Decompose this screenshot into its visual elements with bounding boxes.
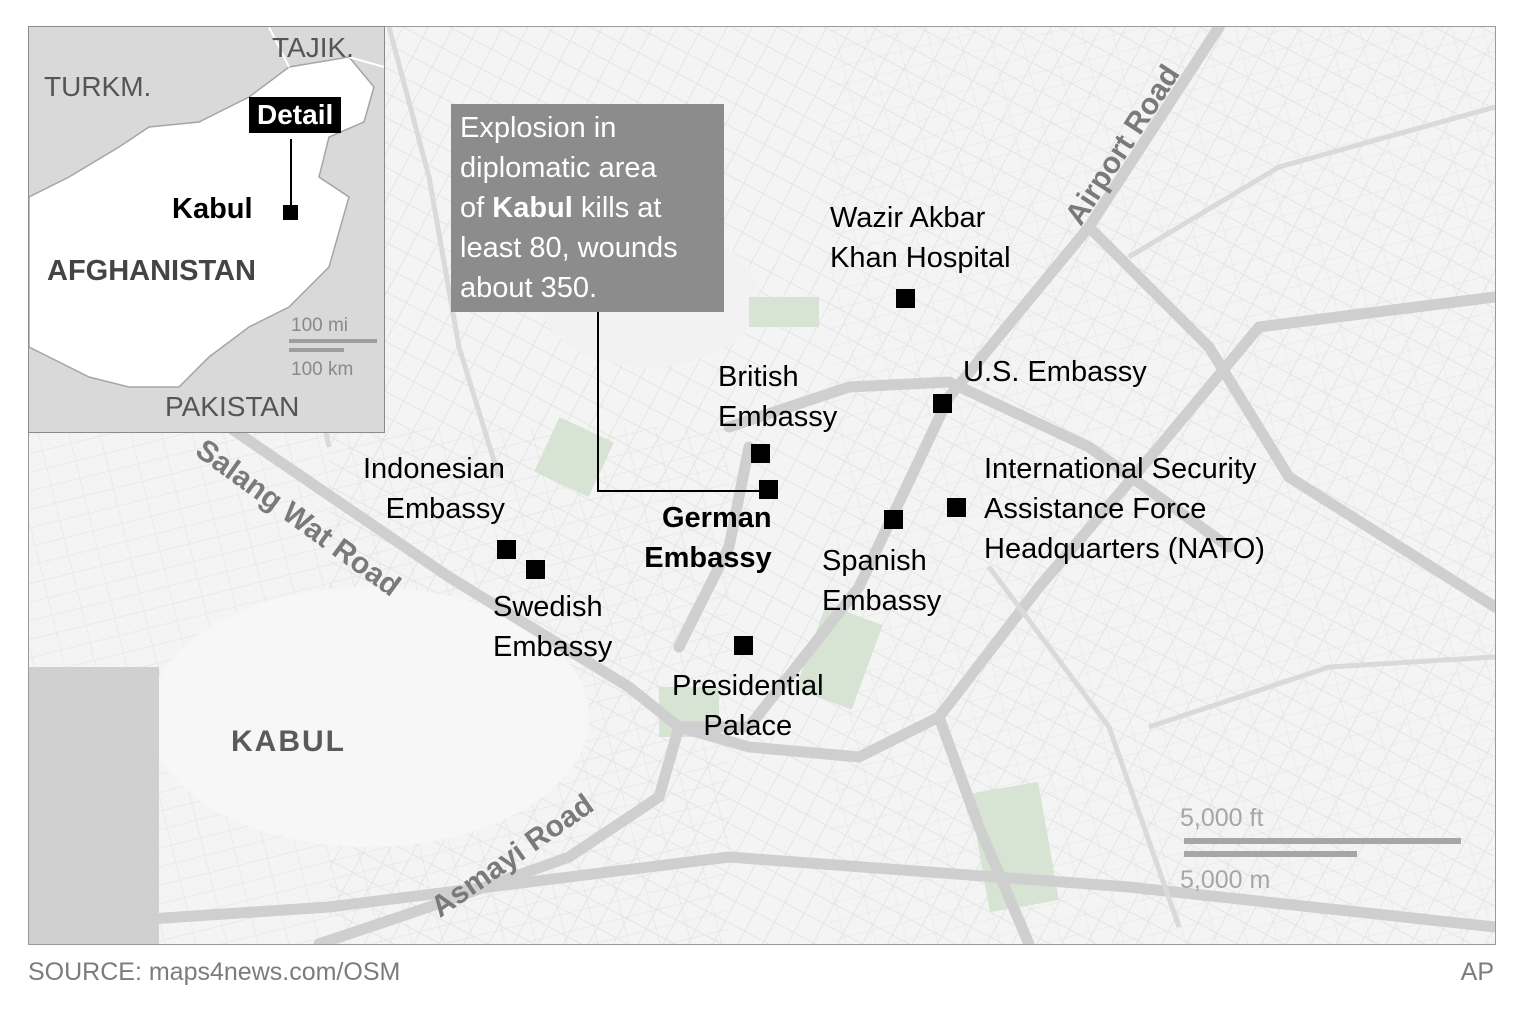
detail-label: Detail [249, 97, 342, 133]
kabul-locator-marker [283, 205, 298, 220]
german-embassy-marker [759, 480, 778, 499]
kabul-inset-label: Kabul [172, 193, 253, 225]
inset-scale-mi: 100 mi [291, 315, 349, 336]
park [534, 417, 614, 497]
scale-ft-bar [1184, 838, 1461, 844]
inset-scale-km-bar [289, 348, 344, 352]
presidential-palace-marker [734, 636, 753, 655]
callout-line-4: least 80, wounds [460, 232, 678, 264]
inset-scale-mi-bar [289, 339, 377, 343]
afghanistan-shape [29, 27, 384, 388]
callout-line-5: about 350. [460, 272, 598, 304]
us-embassy-marker [933, 394, 952, 413]
kabul-district-label: KABUL [231, 725, 346, 758]
major-roads [29, 27, 1495, 944]
inset-scale-km: 100 km [291, 359, 354, 380]
spanish-embassy-marker [884, 510, 903, 529]
callout-line-2: diplomatic area [460, 152, 657, 184]
scale-m-label: 5,000 m [1180, 866, 1271, 894]
park [795, 604, 883, 710]
scale-ft-label: 5,000 ft [1180, 804, 1264, 832]
source-credit: SOURCE: maps4news.com/OSM [28, 958, 401, 986]
us-embassy-label: U.S. Embassy [963, 356, 1147, 388]
locator-inset: TAJIK. TURKM. Detail Kabul AFGHANISTAN 1… [28, 26, 385, 433]
built-area [29, 667, 159, 944]
callout-leader-vertical [597, 312, 599, 492]
turkm-label: TURKM. [44, 71, 152, 102]
ap-credit: AP [1460, 958, 1494, 986]
british-embassy-marker [751, 444, 770, 463]
scale-m-bar [1184, 851, 1357, 857]
isaf-hq-marker [947, 498, 966, 517]
wazir-hospital-marker [896, 289, 915, 308]
detail-leader-line [290, 139, 292, 207]
tajik-label: TAJIK. [272, 32, 354, 63]
park [749, 297, 819, 327]
pakistan-label: PAKISTAN [165, 391, 300, 422]
indonesian-embassy-marker [497, 540, 516, 559]
explosion-callout: Explosion in diplomatic area of Kabul ki… [451, 104, 724, 312]
swedish-embassy-marker [526, 560, 545, 579]
callout-line-3: of Kabul kills at [460, 192, 662, 224]
callout-leader-horizontal [597, 490, 765, 492]
afghanistan-label: AFGHANISTAN [47, 255, 256, 287]
callout-line-1: Explosion in [460, 112, 617, 144]
